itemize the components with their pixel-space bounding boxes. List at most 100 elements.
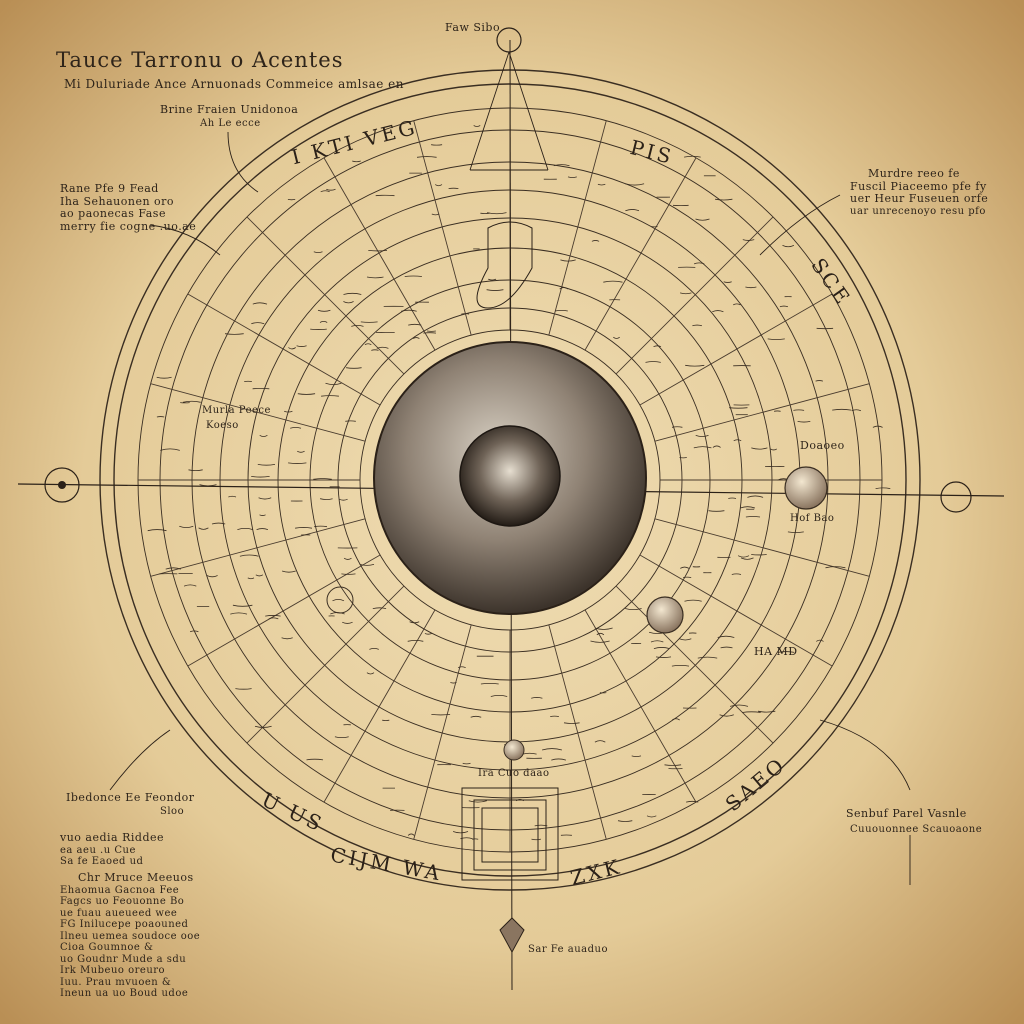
- ink-scribble: [757, 710, 776, 713]
- bottom-marker-icon: [499, 917, 525, 954]
- ink-scribble: [550, 715, 559, 717]
- ink-scribble: [567, 176, 577, 178]
- ink-scribble: [742, 239, 755, 241]
- lower-left-heading: Ibedonce Ee Feondor: [66, 791, 195, 804]
- ink-scribble: [313, 251, 323, 254]
- annotation-line: Chr Mruce Meeuos: [78, 871, 194, 884]
- ink-scribble: [450, 682, 457, 684]
- ink-scribble: [625, 209, 640, 212]
- ink-scribble: [232, 604, 253, 607]
- ink-scribble: [779, 305, 789, 308]
- ink-scribble: [230, 612, 248, 615]
- ink-scribble: [343, 301, 354, 304]
- inner-label-left: Murla Peece: [202, 405, 271, 416]
- ink-scribble: [531, 697, 543, 699]
- ink-scribble: [408, 323, 422, 326]
- ink-scribble: [366, 276, 384, 279]
- ink-scribble: [473, 125, 481, 127]
- ink-scribble: [715, 198, 733, 201]
- lower-right-sublabel: Cuuouonnee Scauoaone: [850, 824, 983, 835]
- ink-scribble: [740, 557, 754, 560]
- annotation-line: Ehaomua Gacnoa Fee: [60, 884, 180, 896]
- annotation-line: Irk Mubeuo oreuro: [60, 965, 166, 977]
- ink-scribble: [320, 498, 333, 500]
- ink-scribble: [339, 498, 348, 501]
- ink-scribble: [160, 448, 180, 451]
- ink-scribble: [401, 309, 417, 312]
- diagram-subtitle: Mi Duluriade Ance Arnuonads Commeice aml…: [64, 77, 405, 91]
- ink-scribble: [259, 514, 266, 516]
- annotation-line: vuo aedia Riddee: [60, 831, 165, 844]
- ink-scribble: [653, 647, 670, 649]
- ink-scribble: [793, 409, 805, 411]
- annotation-line: ue fuau aueueed wee: [60, 907, 178, 919]
- ink-scribble: [306, 758, 324, 761]
- radial-spoke: [150, 518, 366, 577]
- ink-scribble: [188, 469, 203, 471]
- ink-scribble: [431, 714, 451, 716]
- annotation-line: Rane Pfe 9 Fead: [60, 182, 159, 195]
- top-pointer-lines: [469, 51, 549, 171]
- ink-scribble: [695, 218, 710, 221]
- ink-scribble: [551, 758, 567, 761]
- ink-scribble: [179, 525, 194, 528]
- ink-scribble: [416, 156, 437, 158]
- annotation-line: ea aeu .u Cue: [60, 844, 136, 856]
- ink-scribble: [712, 310, 724, 313]
- ink-scribble: [288, 462, 307, 464]
- ink-scribble: [281, 570, 296, 573]
- ink-scribble: [559, 287, 569, 290]
- ink-scribble: [729, 704, 749, 707]
- ink-scribble: [692, 324, 703, 327]
- ink-scribble: [490, 695, 508, 697]
- ink-scribble: [596, 632, 605, 636]
- ink-scribble: [364, 343, 372, 345]
- ink-scribble: [680, 566, 690, 569]
- left-annotation-block: Rane Pfe 9 Fead Iha Sehauonen oro ao pao…: [60, 182, 197, 234]
- ink-scribble: [198, 527, 209, 530]
- ink-scribble: [252, 302, 268, 305]
- left-marker-icon: [44, 467, 80, 503]
- annotation-line: Ineun ua uo Boud udoe: [60, 988, 189, 1000]
- annotation-line: Fagcs uo Feouonne Bo: [60, 896, 185, 908]
- ink-scribble: [685, 800, 699, 803]
- ink-scribble: [684, 599, 702, 602]
- ink-scribble: [770, 448, 778, 451]
- ink-scribble: [767, 338, 785, 340]
- ink-scribble: [617, 820, 633, 822]
- ink-scribble: [777, 651, 795, 653]
- ink-scribble: [317, 309, 331, 312]
- ink-scribble: [723, 281, 732, 283]
- ink-scribble: [147, 529, 167, 532]
- diagram-title: Tauce Tarronu o Acentes: [56, 48, 344, 72]
- ink-scribble: [541, 748, 563, 751]
- ink-scribble: [563, 722, 580, 724]
- ink-scribble: [745, 516, 761, 518]
- bottom-center-label: Sar Fe auaduo: [528, 944, 608, 955]
- ink-scribble: [251, 322, 265, 325]
- inner-label-lower-right: HA MD: [754, 645, 798, 658]
- ink-scribble: [671, 665, 690, 667]
- ink-scribble: [594, 627, 613, 630]
- ink-scribble: [258, 497, 272, 500]
- radial-spoke: [150, 383, 366, 442]
- ink-scribble: [359, 564, 375, 566]
- ink-scribble: [288, 347, 296, 350]
- ink-scribble: [462, 762, 471, 765]
- annotation-line: uer Heur Fuseuen orfe: [850, 192, 989, 206]
- ink-scribble: [597, 183, 606, 186]
- ink-scribble: [281, 637, 293, 640]
- ink-scribble: [251, 476, 270, 478]
- planet-right: [784, 466, 828, 510]
- annotation-line: merry fie cogne .uo.ae: [60, 219, 197, 233]
- ink-scribble: [731, 573, 742, 575]
- ink-scribble: [816, 639, 824, 642]
- ink-scribble: [531, 838, 542, 841]
- ink-scribble: [693, 262, 705, 265]
- ink-scribble: [613, 336, 620, 339]
- ink-scribble: [664, 764, 682, 766]
- ink-scribble: [296, 345, 307, 347]
- annotation-line: Iha Sehauonen oro: [60, 194, 175, 208]
- right-marker-icon: [940, 481, 972, 513]
- ink-scribble: [346, 367, 362, 369]
